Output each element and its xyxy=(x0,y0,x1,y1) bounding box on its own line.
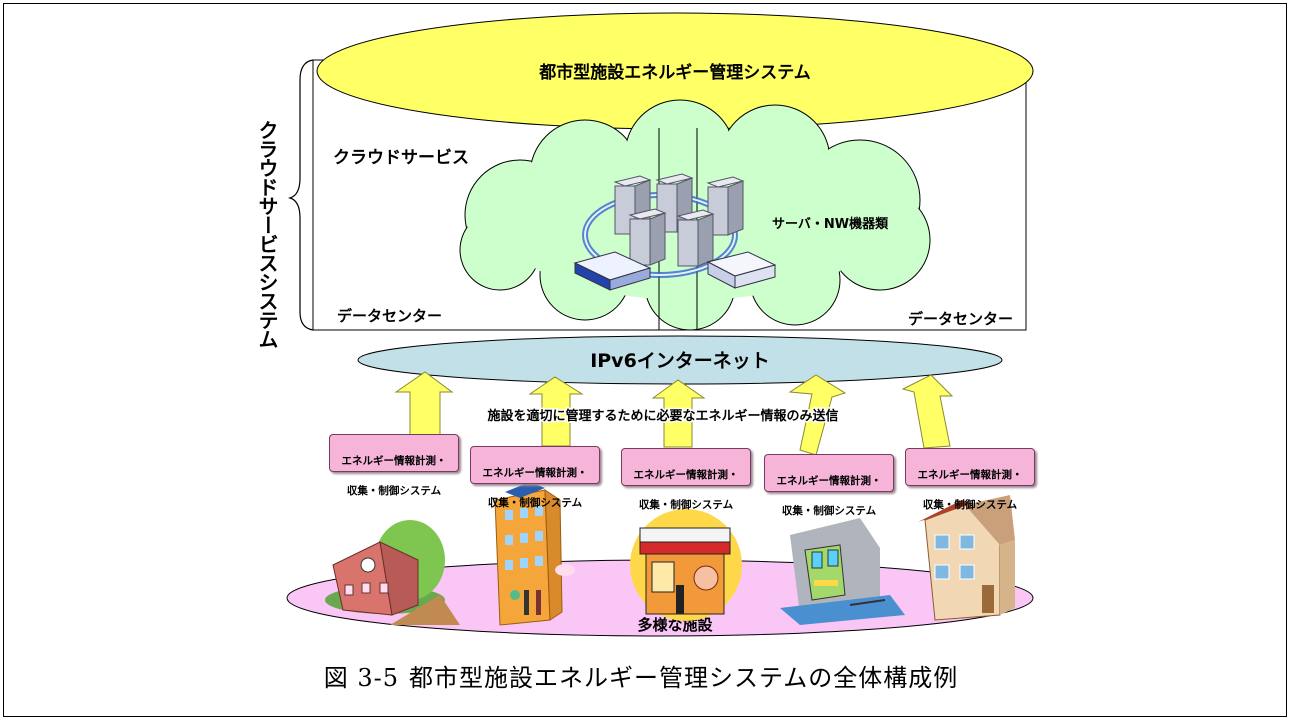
caption-text: 都市型施設エネルギー管理システムの全体構成例 xyxy=(409,664,959,692)
cloud-service-system-label: クラウドサービスシステム xyxy=(255,120,279,348)
energy-system-box-4: エネルギー情報計測・ 収集・制御システム xyxy=(764,454,894,517)
school-icon xyxy=(325,520,460,625)
shop-icon xyxy=(630,509,742,621)
cloud-service-label: クラウドサービス xyxy=(333,148,469,168)
left-brace xyxy=(287,59,314,331)
system-line1: エネルギー情報計測・ xyxy=(633,469,739,481)
figure-frame xyxy=(3,3,1287,717)
energy-system-box-1: エネルギー情報計測・ 収集・制御システム xyxy=(329,434,459,497)
system-line2: 収集・制御システム xyxy=(346,485,442,497)
system-line2: 収集・制御システム xyxy=(781,505,877,517)
server-icon xyxy=(628,208,667,266)
up-arrow xyxy=(901,374,954,449)
up-arrow xyxy=(651,379,706,448)
office-building-icon xyxy=(494,482,575,626)
ipv6-internet-label: IPv6インターネット xyxy=(590,350,770,372)
system-line2: 収集・制御システム xyxy=(638,499,734,511)
train-icon xyxy=(780,518,905,625)
energy-system-box-3: エネルギー情報計測・ 収集・制御システム xyxy=(621,448,751,511)
server-icon xyxy=(676,209,715,267)
facilities-label: 多様な施設 xyxy=(637,616,713,634)
system-line2: 収集・制御システム xyxy=(487,497,583,509)
system-title: 都市型施設エネルギー管理システム xyxy=(538,62,811,83)
switch-icon xyxy=(706,251,777,289)
datacenter-left-label: データセンター xyxy=(337,307,442,325)
figure-caption: 図 3-5 都市型施設エネルギー管理システムの全体構成例 xyxy=(0,658,1292,693)
house-icon xyxy=(918,495,1015,621)
upload-arrows xyxy=(394,371,954,456)
system-line2: 収集・制御システム xyxy=(922,499,1018,511)
system-line1: エネルギー情報計測・ xyxy=(482,467,588,479)
datacenter-right-label: データセンター xyxy=(908,310,1013,328)
up-arrow xyxy=(528,376,584,447)
server-network-label: サーバ・NW機器類 xyxy=(772,216,889,232)
up-arrow xyxy=(788,374,847,456)
energy-system-box-2: エネルギー情報計測・ 収集・制御システム xyxy=(470,446,600,509)
system-line1: エネルギー情報計測・ xyxy=(341,455,447,467)
system-line1: エネルギー情報計測・ xyxy=(776,475,882,487)
router-icon xyxy=(573,251,652,291)
up-arrow xyxy=(394,371,454,439)
caption-number: 図 3-5 xyxy=(323,664,399,692)
send-note: 施設を適切に管理するために必要なエネルギー情報のみ送信 xyxy=(487,408,838,424)
system-line1: エネルギー情報計測・ xyxy=(917,469,1023,481)
energy-system-box-5: エネルギー情報計測・ 収集・制御システム xyxy=(905,448,1035,511)
